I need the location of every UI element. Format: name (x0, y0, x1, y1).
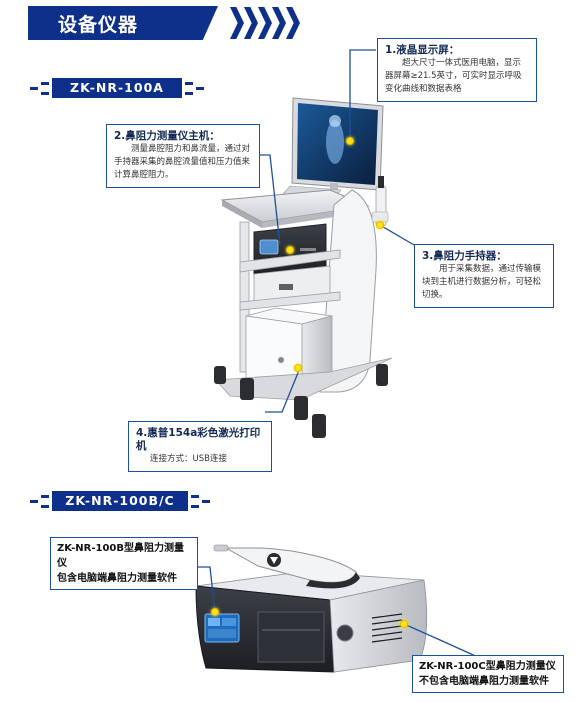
model-tag-bc: ZK-NR-100B/C (30, 491, 210, 511)
note-line: 不包含电脑端鼻阻力测量软件 (419, 676, 549, 687)
callout-host: 2.鼻阻力测量仪主机： 测量鼻腔阻力和鼻流量，通过对手持器采集的鼻腔流量值和压力… (106, 124, 260, 188)
tag-dash (41, 82, 49, 85)
marker-dot (211, 608, 219, 616)
callout-body: 用于采集数据，通过传输模块到主机进行数据分析，可轻松切换。 (422, 264, 542, 300)
marker-dot (294, 364, 302, 372)
callout-body: 超大尺寸一体式医用电脑，显示器屏幕≥21.5英寸，可实时显示呼吸变化曲线和数据表… (385, 58, 522, 94)
note-model-b: ZK-NR-100B型鼻阻力测量仪 包含电脑端鼻阻力测量软件 (50, 537, 198, 590)
tag-dash (191, 495, 199, 498)
tag-dash (191, 505, 199, 508)
tag-dash (41, 92, 49, 95)
tag-dash (30, 500, 38, 503)
tag-dash (185, 82, 193, 85)
marker-dot (400, 620, 408, 628)
tag-dash (41, 505, 49, 508)
callout-display: 1.液晶显示屏： 超大尺寸一体式医用电脑，显示器屏幕≥21.5英寸，可实时显示呼… (377, 38, 537, 102)
note-model-c: ZK-NR-100C型鼻阻力测量仪 不包含电脑端鼻阻力测量软件 (412, 655, 564, 693)
callout-handpiece: 3.鼻阻力手持器： 用于采集数据，通过传输模块到主机进行数据分析，可轻松切换。 (414, 244, 554, 308)
model-label: ZK-NR-100B/C (52, 491, 188, 511)
model-label: ZK-NR-100A (52, 78, 182, 98)
callout-body: 测量鼻腔阻力和鼻流量，通过对手持器采集的鼻腔流量值和压力值来计算鼻腔阻力。 (114, 144, 251, 180)
callout-title: 1.液晶显示屏： (385, 44, 460, 56)
note-line: ZK-NR-100B型鼻阻力测量仪 (57, 543, 184, 569)
banner-bar (28, 6, 218, 40)
tag-dash (41, 495, 49, 498)
note-line: 包含电脑端鼻阻力测量软件 (57, 573, 177, 584)
model-tag-a: ZK-NR-100A (30, 78, 205, 98)
tag-dash (30, 87, 38, 90)
marker-dot (346, 137, 354, 145)
tag-dash (196, 87, 204, 90)
tag-dash (202, 500, 210, 503)
callout-title: 2.鼻阻力测量仪主机： (114, 130, 220, 142)
callout-title: 3.鼻阻力手持器： (422, 250, 507, 262)
tag-dash (185, 92, 193, 95)
note-line: ZK-NR-100C型鼻阻力测量仪 (419, 661, 556, 672)
marker-dot (286, 246, 294, 254)
callout-body: 连接方式：USB连接 (150, 454, 227, 464)
section-banner: 设备仪器 (0, 6, 300, 40)
callout-printer: 4.惠普154a彩色激光打印机 连接方式：USB连接 (128, 421, 272, 472)
callout-title: 4.惠普154a彩色激光打印机 (136, 427, 261, 452)
section-title: 设备仪器 (58, 14, 139, 36)
marker-dot (376, 221, 384, 229)
desktop-device-illustration (195, 544, 428, 673)
